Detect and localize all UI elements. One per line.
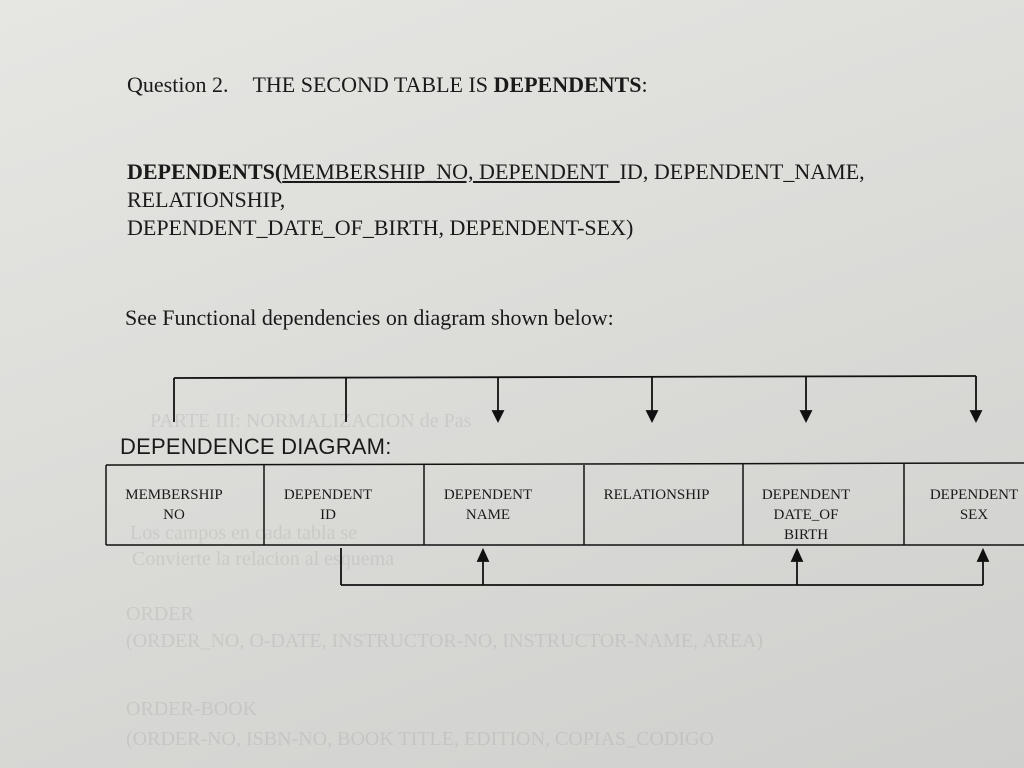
attr-line: MEMBERSHIP	[125, 487, 223, 503]
schema-primary-key: MEMBERSHIP_NO, DEPENDENT_	[282, 159, 620, 184]
diagram-label: DEPENDENCE DIAGRAM:	[120, 434, 392, 459]
question-text: THE SECOND TABLE IS	[252, 72, 494, 97]
arrowhead-relationship	[645, 410, 659, 424]
attr-line: RELATIONSHIP	[603, 487, 710, 503]
attr-line: BIRTH	[783, 527, 829, 543]
attr-membership-no: MEMBERSHIP NO	[106, 465, 242, 545]
bleed-text-c: Convierte la relacion al esquema	[132, 548, 395, 570]
full-dependency-arrows	[491, 376, 983, 424]
arrowhead-date-of-birth	[799, 410, 813, 424]
bleed-text-f: ORDER-BOOK	[126, 698, 258, 720]
attr-dependent-date-of-birth: DEPENDENT DATE_OF BIRTH	[743, 465, 869, 545]
bleed-text-e: (ORDER_NO, O-DATE, INSTRUCTOR-NO, INSTRU…	[126, 630, 764, 652]
bleed-text-a: PARTE III: NORMALIZACION de Pas	[150, 410, 472, 432]
schema-open-paren: (	[274, 159, 283, 184]
bleed-text-b: Los campos en cada tabla se	[130, 522, 358, 544]
attr-relationship: RELATIONSHIP	[584, 465, 729, 545]
question-colon: :	[641, 72, 648, 97]
attr-line: SEX	[959, 507, 989, 523]
attr-dependent-name: DEPENDENT NAME	[424, 465, 552, 545]
attr-dependent-id: DEPENDENT ID	[264, 465, 392, 545]
attr-line: DEPENDENT	[443, 487, 533, 503]
intro-text: See Functional dependencies on diagram s…	[125, 305, 614, 330]
schema-line-3: DEPENDENT_DATE_OF_BIRTH, DEPENDENT-SEX)	[127, 215, 634, 240]
attr-line: DEPENDENT	[761, 487, 851, 503]
attribute-table-outline	[105, 462, 1024, 546]
schema-line-2: RELATIONSHIP,	[127, 187, 286, 212]
full-dependency-bar	[173, 375, 977, 379]
schema-line-1: DEPENDENTS(MEMBERSHIP_NO, DEPENDENT_ID, …	[127, 158, 865, 186]
full-dependency-connector	[173, 375, 977, 422]
partial-arrowhead-sex	[976, 547, 990, 562]
relation-schema: DEPENDENTS(MEMBERSHIP_NO, DEPENDENT_ID, …	[127, 158, 865, 242]
question-heading: Question 2. THE SECOND TABLE IS DEPENDENT…	[127, 72, 648, 98]
attr-line: NAME	[465, 507, 511, 523]
schema-attributes-1: ID, DEPENDENT_NAME,	[619, 159, 865, 184]
bleed-text-g: (ORDER-NO, ISBN-NO, BOOK TITLE, EDITION,…	[126, 728, 714, 750]
attr-line: DATE_OF	[773, 507, 839, 523]
partial-arrowhead-dob	[790, 547, 804, 562]
attr-line: NO	[163, 507, 185, 523]
attr-line: ID	[320, 507, 336, 523]
arrowhead-dependent-name	[491, 410, 505, 424]
partial-arrowhead-name	[476, 547, 490, 562]
attr-line: DEPENDENT	[929, 487, 1019, 503]
schema-table-name: DEPENDENTS	[127, 159, 275, 184]
attr-dependent-sex: DEPENDENT SEX	[904, 465, 1024, 545]
attr-line: DEPENDENT	[283, 487, 373, 503]
arrowhead-sex	[969, 410, 983, 424]
partial-dependency-connector	[340, 547, 990, 586]
question-number: Question 2.	[127, 72, 229, 97]
question-table-name: DEPENDENTS	[493, 72, 642, 97]
bleed-text-d: ORDER	[126, 603, 194, 625]
